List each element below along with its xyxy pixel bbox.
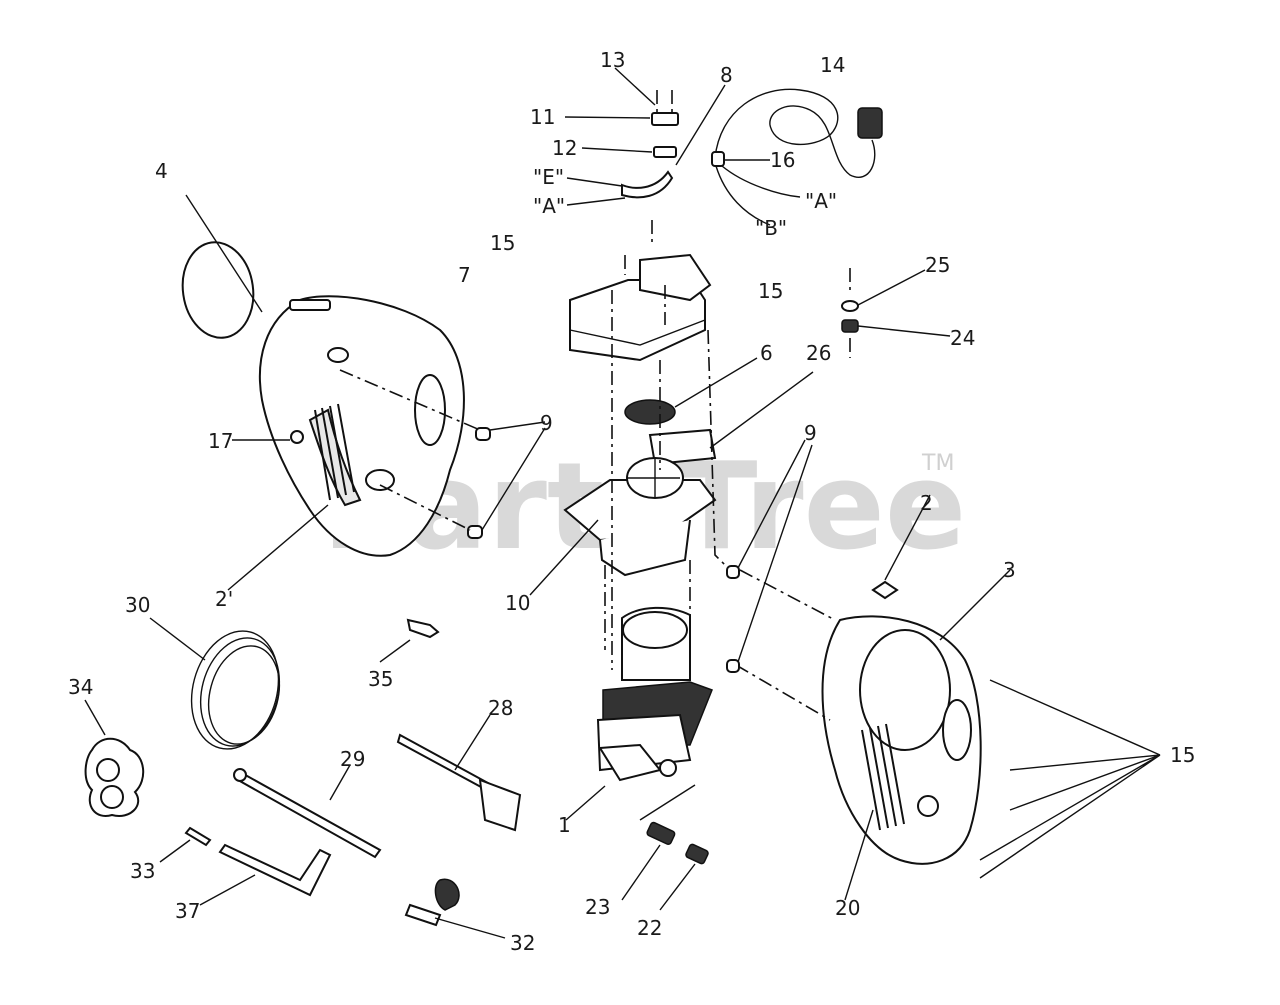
label-part-28: 28	[488, 696, 513, 720]
label-part-35: 35	[368, 667, 393, 691]
label-part-20: 20	[835, 896, 860, 920]
label-part-16: 16	[770, 148, 795, 172]
right-housing-part	[726, 439, 1161, 901]
part-17-plug	[290, 430, 304, 444]
base-housing-part-10	[529, 290, 731, 670]
label-part-12: 12	[552, 136, 577, 160]
accessory-parts	[84, 618, 506, 939]
label-part-15-right: 15	[1170, 743, 1195, 767]
fitting-24-25	[841, 268, 951, 358]
label-part-15-mid: 15	[758, 279, 783, 303]
part-4-seal-ring	[181, 241, 255, 339]
pump-motor-part-1	[565, 606, 713, 821]
label-part-25: 25	[925, 253, 950, 277]
label-part-1: 1	[558, 813, 571, 837]
label-wire-e: "E"	[533, 165, 564, 189]
label-wire-a-left: "A"	[533, 194, 565, 218]
label-part-7: 7	[458, 263, 471, 287]
left-housing-part	[181, 241, 465, 557]
label-part-9-left: 9	[540, 411, 553, 435]
label-part-14: 14	[820, 53, 845, 77]
motor-cover-part-7	[569, 220, 712, 362]
hose-part-30	[149, 617, 281, 750]
fittings-22-23	[621, 821, 709, 911]
label-part-17: 17	[208, 429, 233, 453]
label-part-34: 34	[68, 675, 93, 699]
label-part-2: 2	[920, 491, 933, 515]
power-cord	[711, 88, 883, 226]
label-part-22: 22	[637, 916, 662, 940]
label-wire-b: "B"	[755, 216, 787, 240]
label-part-30: 30	[125, 593, 150, 617]
plugs-9-left	[467, 427, 491, 539]
label-part-24: 24	[950, 326, 975, 350]
label-part-15-top: 15	[490, 231, 515, 255]
label-part-4: 4	[155, 159, 168, 183]
switch-assembly	[564, 67, 726, 206]
watermark-trademark: TM	[921, 451, 954, 476]
label-part-9-right: 9	[804, 421, 817, 445]
label-part-2-prime: 2'	[215, 587, 233, 611]
label-part-13: 13	[600, 48, 625, 72]
label-part-3: 3	[1003, 558, 1016, 582]
filter-and-gasket	[624, 357, 814, 466]
label-part-33: 33	[130, 859, 155, 883]
label-part-6: 6	[760, 341, 773, 365]
label-part-26: 26	[806, 341, 831, 365]
label-part-8: 8	[720, 63, 733, 87]
label-part-10: 10	[505, 591, 530, 615]
label-part-11: 11	[530, 105, 555, 129]
label-part-37: 37	[175, 899, 200, 923]
label-wire-a-right: "A"	[805, 189, 837, 213]
label-part-32: 32	[510, 931, 535, 955]
label-part-29: 29	[340, 747, 365, 771]
spray-gun-parts	[233, 714, 522, 859]
label-part-23: 23	[585, 895, 610, 919]
